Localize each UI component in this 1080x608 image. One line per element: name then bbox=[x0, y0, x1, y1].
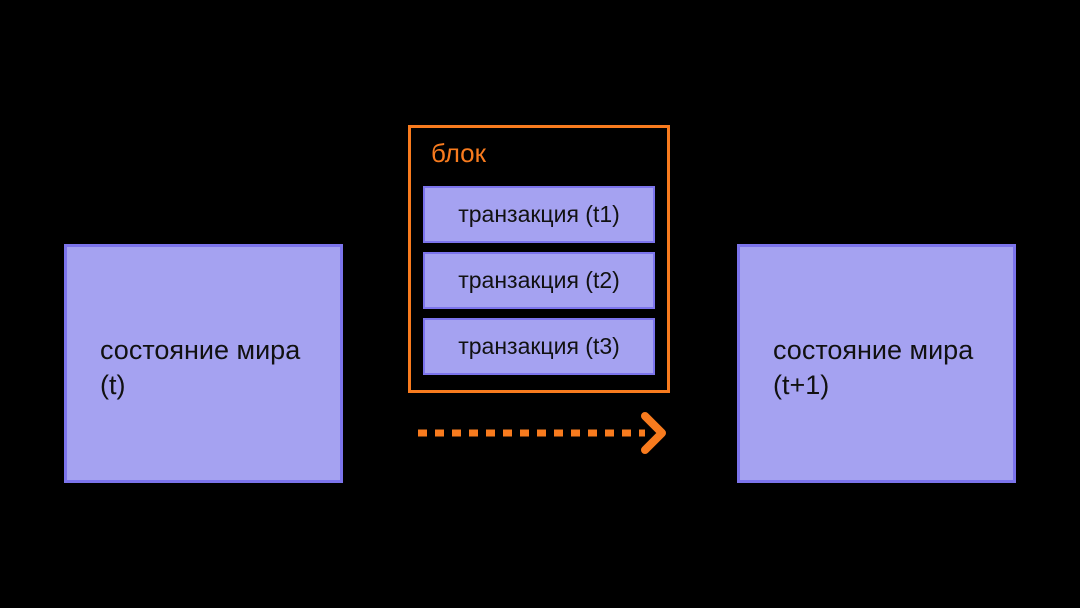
transaction-box: транзакция (t1) bbox=[423, 186, 655, 243]
transaction-label: транзакция (t2) bbox=[458, 267, 620, 293]
arrow-head-icon bbox=[641, 412, 666, 454]
state-after-label-line2: (t+1) bbox=[773, 369, 830, 400]
state-before-label-line2: (t) bbox=[100, 369, 126, 400]
state-after-label-line1: состояние мира bbox=[773, 334, 974, 365]
transaction-box: транзакция (t2) bbox=[423, 252, 655, 309]
state-after-box: состояние мира (t+1) bbox=[737, 244, 1016, 483]
state-before-label-line1: состояние мира bbox=[100, 334, 301, 365]
transaction-label: транзакция (t1) bbox=[458, 201, 620, 227]
block-label: блок bbox=[431, 138, 487, 168]
transaction-box: транзакция (t3) bbox=[423, 318, 655, 375]
transaction-label: транзакция (t3) bbox=[458, 333, 620, 359]
block-container: блок транзакция (t1) транзакция (t2) тра… bbox=[408, 125, 670, 393]
state-before-box: состояние мира (t) bbox=[64, 244, 343, 483]
transition-arrow bbox=[418, 412, 666, 454]
transaction-list: транзакция (t1) транзакция (t2) транзакц… bbox=[423, 186, 655, 375]
